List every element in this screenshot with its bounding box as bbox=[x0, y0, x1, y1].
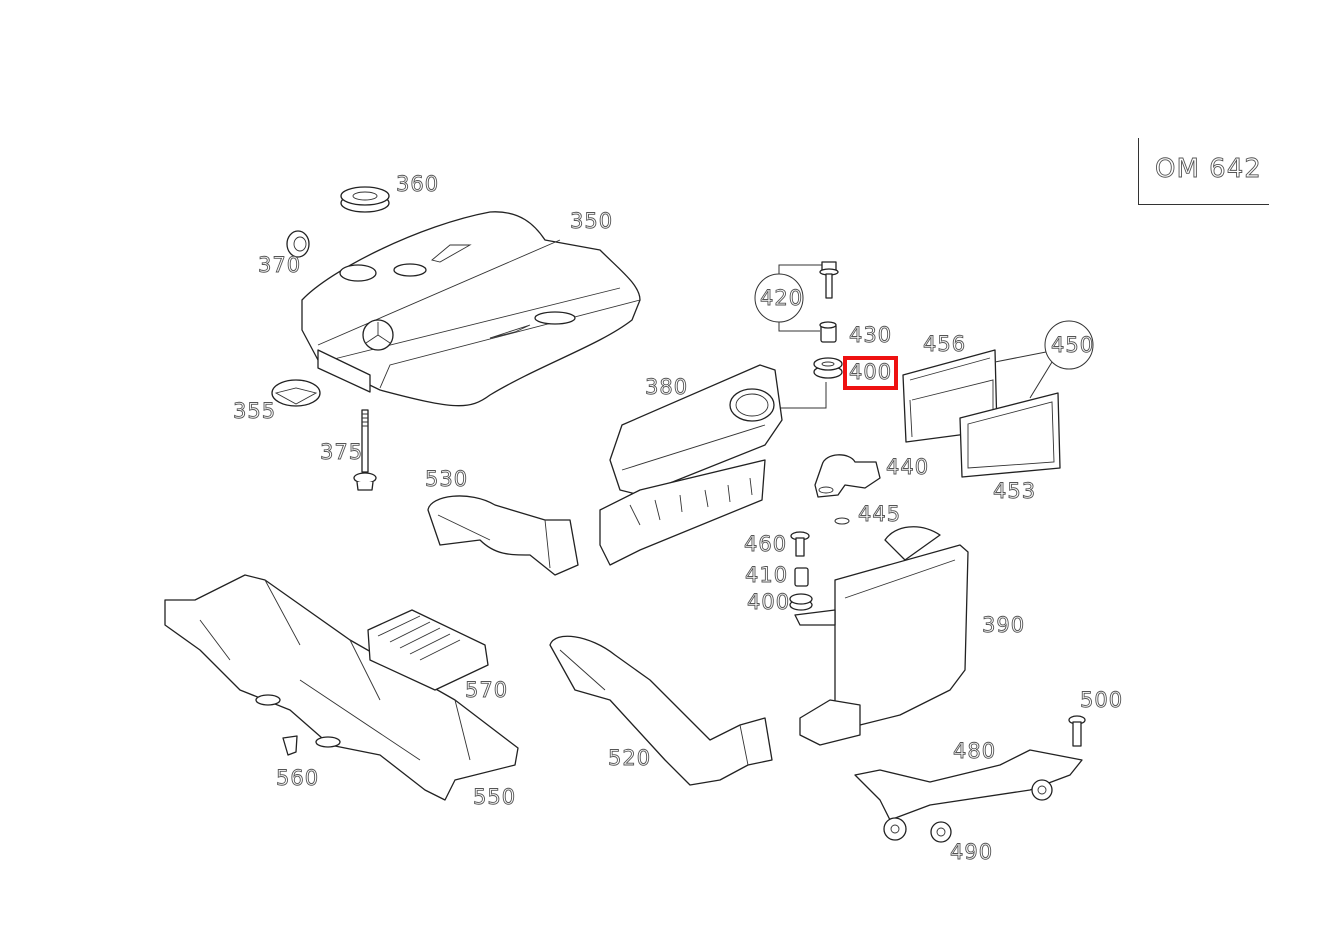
part-500-bolt[interactable] bbox=[1068, 715, 1086, 747]
part-400-rubber-mount-lower[interactable] bbox=[789, 593, 813, 611]
part-label-445[interactable]: 445 bbox=[858, 502, 902, 526]
part-label-530[interactable]: 530 bbox=[425, 467, 469, 491]
part-550-cowl-panel[interactable] bbox=[164, 574, 519, 801]
part-label-400[interactable]: 400 bbox=[747, 590, 791, 614]
part-530-intake-duct[interactable] bbox=[427, 495, 579, 576]
part-420-bolt[interactable] bbox=[819, 261, 839, 299]
part-label-390[interactable]: 390 bbox=[982, 613, 1026, 637]
part-400-rubber-mount-upper[interactable] bbox=[778, 357, 843, 409]
part-520-intake-duct[interactable] bbox=[549, 635, 773, 786]
part-label-570[interactable]: 570 bbox=[465, 678, 509, 702]
part-453-filter-element[interactable] bbox=[959, 392, 1061, 478]
part-350-engine-cover[interactable] bbox=[301, 211, 641, 407]
part-label-560[interactable]: 560 bbox=[276, 766, 320, 790]
part-label-453[interactable]: 453 bbox=[993, 479, 1037, 503]
part-label-420[interactable]: 420 bbox=[760, 286, 804, 310]
part-label-490[interactable]: 490 bbox=[950, 840, 994, 864]
part-440-sensor[interactable] bbox=[814, 454, 881, 498]
part-label-450[interactable]: 450 bbox=[1051, 333, 1095, 357]
part-560-clip[interactable] bbox=[282, 735, 298, 756]
part-490-rubber-bushing[interactable] bbox=[930, 821, 952, 843]
part-445-o-ring[interactable] bbox=[834, 517, 850, 525]
callout-450 bbox=[994, 320, 1094, 399]
part-label-355[interactable]: 355 bbox=[233, 399, 277, 423]
part-480-bracket[interactable] bbox=[854, 749, 1083, 841]
part-label-500[interactable]: 500 bbox=[1080, 688, 1124, 712]
engine-code-box: OM 642 bbox=[1138, 138, 1269, 205]
part-460-bolt[interactable] bbox=[790, 531, 810, 557]
part-label-480[interactable]: 480 bbox=[953, 739, 997, 763]
part-label-550[interactable]: 550 bbox=[473, 785, 517, 809]
engine-code-label: OM 642 bbox=[1155, 154, 1262, 185]
part-355-emblem[interactable] bbox=[271, 379, 321, 407]
selected-part-highlight bbox=[843, 356, 898, 390]
part-label-370[interactable]: 370 bbox=[258, 253, 302, 277]
part-label-400-selected[interactable]: 400 bbox=[849, 360, 893, 384]
part-label-410[interactable]: 410 bbox=[745, 563, 789, 587]
part-380-air-filter-housing[interactable] bbox=[599, 364, 783, 566]
part-label-380[interactable]: 380 bbox=[645, 375, 689, 399]
part-label-440[interactable]: 440 bbox=[886, 455, 930, 479]
part-label-456[interactable]: 456 bbox=[923, 332, 967, 356]
part-label-460[interactable]: 460 bbox=[744, 532, 788, 556]
part-label-375[interactable]: 375 bbox=[320, 440, 364, 464]
part-370-grommet[interactable] bbox=[286, 230, 310, 258]
part-570-control-unit[interactable] bbox=[367, 609, 489, 691]
part-label-430[interactable]: 430 bbox=[849, 323, 893, 347]
part-360-grommet[interactable] bbox=[340, 186, 390, 213]
part-375-stud[interactable] bbox=[353, 409, 377, 491]
part-410-sleeve[interactable] bbox=[794, 567, 809, 587]
part-390-air-filter-lower-housing[interactable] bbox=[794, 526, 969, 746]
part-label-360[interactable]: 360 bbox=[396, 172, 440, 196]
part-430-sleeve[interactable] bbox=[819, 321, 837, 343]
part-label-520[interactable]: 520 bbox=[608, 746, 652, 770]
callout-420 bbox=[754, 264, 822, 332]
part-label-350[interactable]: 350 bbox=[570, 209, 614, 233]
